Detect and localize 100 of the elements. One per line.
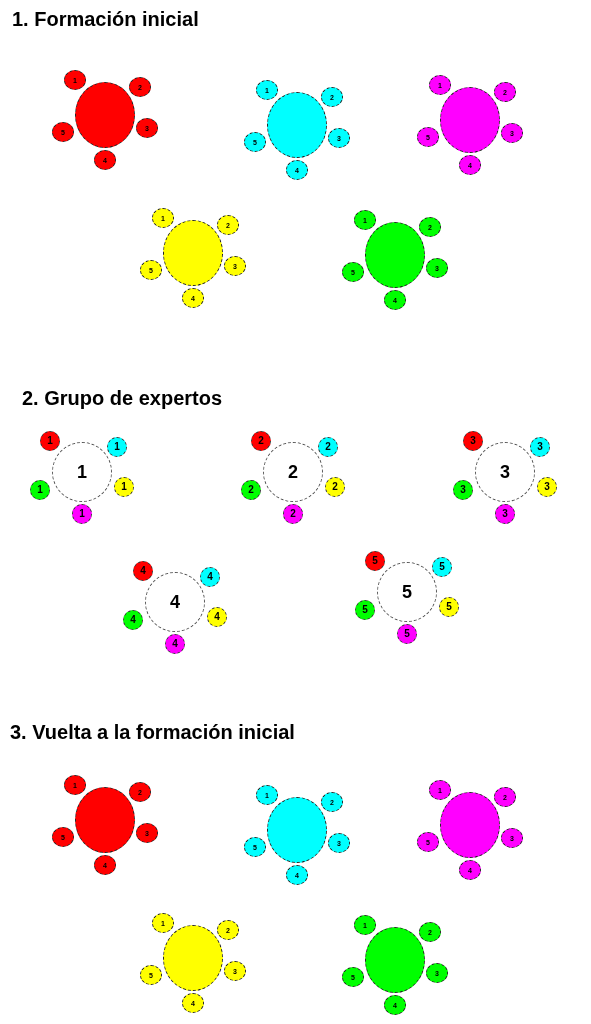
student-seat [419, 922, 441, 942]
student-seat [365, 551, 385, 571]
expert-table [145, 572, 205, 632]
team-table [75, 787, 135, 853]
student-seat [426, 258, 448, 278]
student-seat [182, 993, 204, 1013]
student-seat [140, 965, 162, 985]
seat-number: 3 [500, 463, 510, 481]
team-table [267, 797, 327, 863]
seat-number: 1 [47, 436, 53, 446]
team-table [365, 927, 425, 993]
student-seat [397, 624, 417, 644]
team-table [267, 92, 327, 158]
student-seat [224, 256, 246, 276]
student-seat [286, 865, 308, 885]
team-table [440, 87, 500, 153]
student-seat [426, 963, 448, 983]
student-seat [251, 431, 271, 451]
student-seat [241, 480, 261, 500]
student-seat [429, 75, 451, 95]
student-seat [140, 260, 162, 280]
student-seat [129, 77, 151, 97]
student-seat [342, 967, 364, 987]
student-seat [321, 87, 343, 107]
student-seat [459, 860, 481, 880]
student-seat [501, 828, 523, 848]
seat-number: 2 [248, 485, 254, 495]
team-table [75, 82, 135, 148]
seat-number: 3 [460, 485, 466, 495]
student-seat [355, 600, 375, 620]
student-seat [417, 127, 439, 147]
seat-number: 5 [362, 605, 368, 615]
student-seat [217, 215, 239, 235]
student-seat [439, 597, 459, 617]
section-heading: 1. Formación inicial [12, 8, 199, 31]
seat-number: 5 [404, 629, 410, 639]
seat-number: 5 [402, 583, 412, 601]
student-seat [64, 70, 86, 90]
student-seat [384, 290, 406, 310]
student-seat [244, 837, 266, 857]
seat-number: 5 [372, 556, 378, 566]
student-seat [64, 775, 86, 795]
student-seat [494, 787, 516, 807]
team-table [163, 220, 223, 286]
expert-table [263, 442, 323, 502]
seat-number: 4 [214, 612, 220, 622]
seat-number: 1 [77, 463, 87, 481]
student-seat [321, 792, 343, 812]
student-seat [328, 128, 350, 148]
student-seat [200, 567, 220, 587]
student-seat [224, 961, 246, 981]
student-seat [325, 477, 345, 497]
student-seat [152, 208, 174, 228]
seat-number: 2 [290, 509, 296, 519]
seat-number: 1 [114, 442, 120, 452]
student-seat [432, 557, 452, 577]
seat-number: 1 [121, 482, 127, 492]
seat-number: 1 [37, 485, 43, 495]
seat-number: 4 [207, 572, 213, 582]
student-seat [286, 160, 308, 180]
seat-number: 2 [288, 463, 298, 481]
student-seat [459, 155, 481, 175]
team-table [365, 222, 425, 288]
team-table [163, 925, 223, 991]
student-seat [107, 437, 127, 457]
student-seat [354, 210, 376, 230]
student-seat [52, 122, 74, 142]
seat-number: 3 [544, 482, 550, 492]
student-seat [417, 832, 439, 852]
student-seat [537, 477, 557, 497]
student-seat [40, 431, 60, 451]
section-heading: 2. Grupo de expertos [22, 387, 223, 410]
student-seat [30, 480, 50, 500]
student-seat [244, 132, 266, 152]
student-seat [182, 288, 204, 308]
seat-number: 5 [446, 602, 452, 612]
expert-table [377, 562, 437, 622]
student-seat [429, 780, 451, 800]
student-seat [114, 477, 134, 497]
seat-number: 2 [258, 436, 264, 446]
student-seat [328, 833, 350, 853]
student-seat [494, 82, 516, 102]
student-seat [256, 80, 278, 100]
student-seat [207, 607, 227, 627]
seat-number: 1 [79, 509, 85, 519]
team-table [440, 792, 500, 858]
student-seat [136, 823, 158, 843]
expert-table [52, 442, 112, 502]
student-seat [283, 504, 303, 524]
student-seat [94, 150, 116, 170]
student-seat [217, 920, 239, 940]
seat-number: 3 [470, 436, 476, 446]
student-seat [354, 915, 376, 935]
student-seat [256, 785, 278, 805]
student-seat [530, 437, 550, 457]
student-seat [501, 123, 523, 143]
student-seat [152, 913, 174, 933]
seat-number: 5 [439, 562, 445, 572]
seat-number: 4 [170, 593, 180, 611]
seat-number: 3 [502, 509, 508, 519]
